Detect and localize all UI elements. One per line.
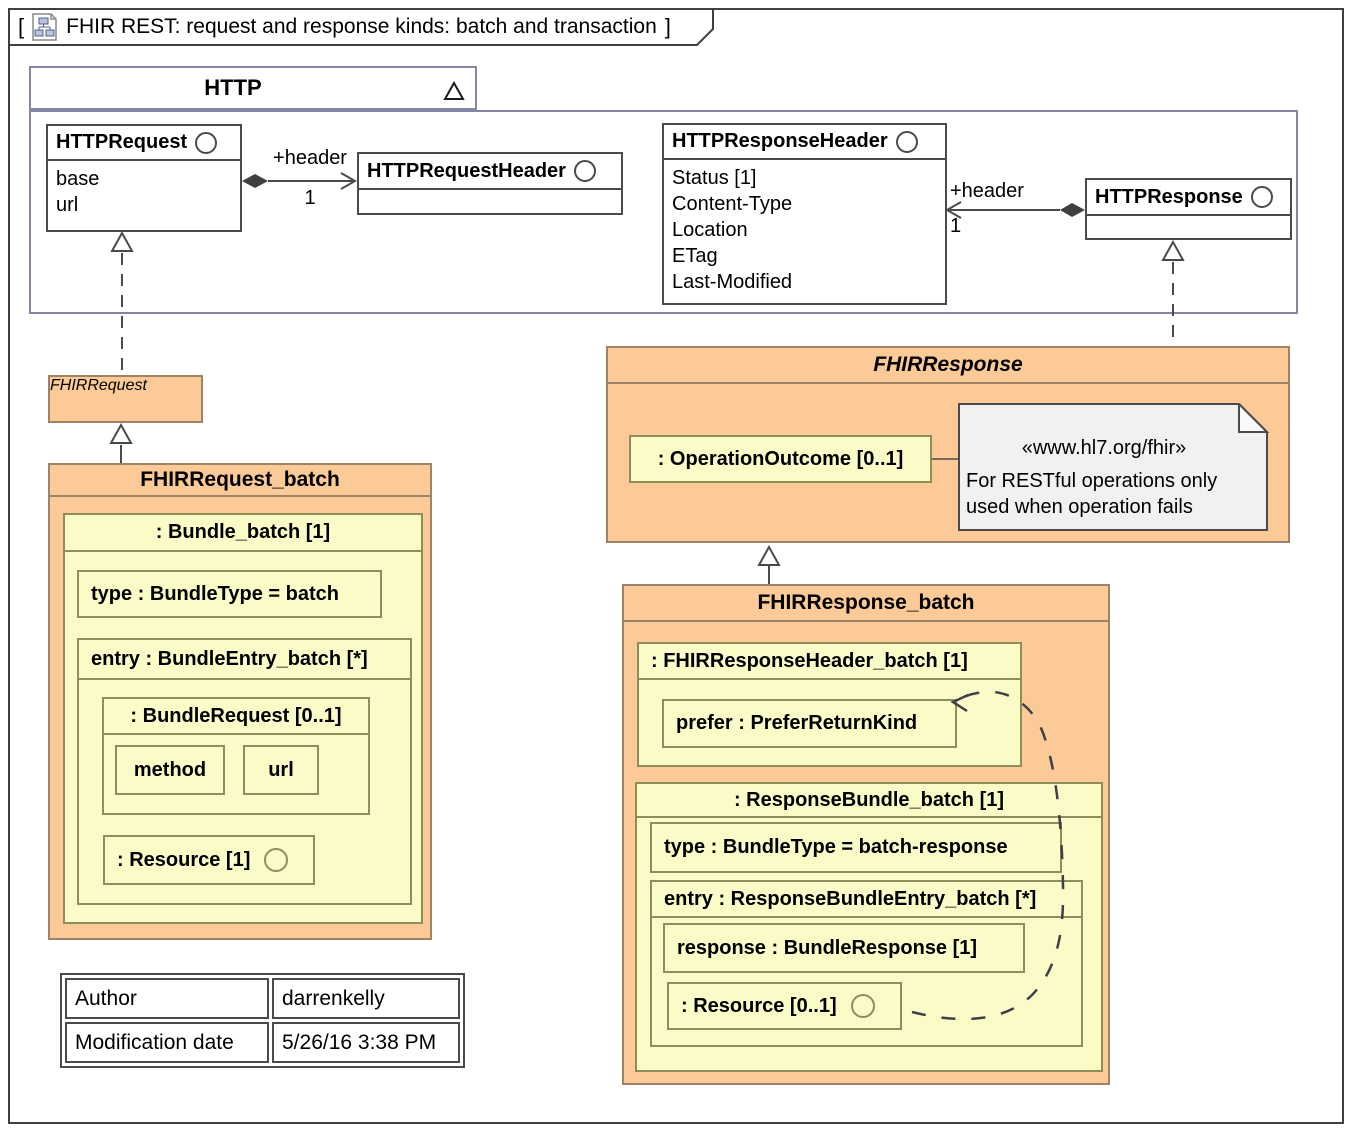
frame-bracket-open: [	[8, 14, 30, 40]
class-httprequestheader-name: HTTPRequestHeader	[367, 160, 566, 183]
assoc-left-role-label: +header	[268, 147, 352, 170]
prop-responsebundle-batch-title: : ResponseBundle_batch [1]	[637, 784, 1101, 818]
prop-bundle-entry-title: entry : BundleEntry_batch [*]	[79, 640, 410, 680]
assoc-left-multiplicity-label: 1	[300, 187, 320, 210]
note-stereotype: «www.hl7.org/fhir»	[958, 437, 1250, 460]
attr-url: url	[56, 192, 240, 218]
class-httpresponse[interactable]: HTTPResponse	[1085, 178, 1292, 240]
class-fhirrequest[interactable]: FHIRRequest	[48, 375, 203, 423]
prop-prefer[interactable]: prefer : PreferReturnKind	[662, 699, 957, 748]
attr-base: base	[56, 166, 240, 192]
class-fhirresponse-title: FHIRResponse	[608, 348, 1288, 384]
note-line-2: used when operation fails	[966, 496, 1193, 519]
prop-method[interactable]: method	[115, 745, 225, 795]
modification-date-label-cell: Modification date	[65, 1022, 269, 1063]
frame-bracket-close: ]	[657, 14, 671, 40]
class-httpresponseheader-name: HTTPResponseHeader	[672, 130, 888, 153]
prop-resource-1[interactable]: : Resource [1]	[103, 835, 315, 885]
modification-date-value-cell: 5/26/16 3:38 PM	[272, 1022, 460, 1063]
assoc-right-role-label: +header	[950, 180, 1034, 203]
interface-ball-icon	[574, 160, 596, 182]
attr-last-modified: Last-Modified	[672, 269, 945, 295]
class-fhirrequest-batch-title: FHIRRequest_batch	[50, 465, 430, 497]
author-label-cell: Author	[65, 978, 269, 1019]
interface-ball-icon	[195, 132, 217, 154]
generalization-set-triangle-icon	[443, 81, 465, 101]
attr-location: Location	[672, 217, 945, 243]
assoc-right-multiplicity-label: 1	[950, 215, 970, 238]
diagram-kind-icon	[30, 13, 58, 41]
attr-status: Status [1]	[672, 165, 945, 191]
diagram-title: FHIR REST: request and response kinds: b…	[58, 15, 657, 39]
prop-url[interactable]: url	[243, 745, 319, 795]
prop-operation-outcome[interactable]: : OperationOutcome [0..1]	[629, 435, 932, 483]
diagram-info-table[interactable]: Author darrenkelly Modification date 5/2…	[60, 973, 465, 1068]
prop-responsebundle-type[interactable]: type : BundleType = batch-response	[650, 822, 1062, 873]
prop-bundle-response[interactable]: response : BundleResponse [1]	[663, 923, 1025, 973]
attr-etag: ETag	[672, 243, 945, 269]
note-fold-corner	[1239, 404, 1267, 432]
prop-resource-0-1[interactable]: : Resource [0..1]	[667, 982, 902, 1030]
http-package-header[interactable]: HTTP	[29, 66, 477, 110]
diagram-title-bar: [ FHIR REST: request and response kinds:…	[8, 8, 708, 45]
class-httpresponse-name: HTTPResponse	[1095, 186, 1243, 209]
class-fhirresponse-batch-title: FHIRResponse_batch	[624, 586, 1108, 622]
http-package-name: HTTP	[204, 75, 261, 101]
prop-fhirresponseheader-batch-title: : FHIRResponseHeader_batch [1]	[639, 644, 1020, 680]
class-httprequestheader[interactable]: HTTPRequestHeader	[357, 152, 623, 215]
class-httprequest-name: HTTPRequest	[56, 131, 187, 154]
interface-ball-icon	[264, 848, 288, 872]
interface-ball-icon	[1251, 186, 1273, 208]
prop-bundle-type[interactable]: type : BundleType = batch	[77, 570, 382, 618]
interface-ball-icon	[896, 131, 918, 153]
prop-responsebundle-entry-title: entry : ResponseBundleEntry_batch [*]	[652, 882, 1081, 918]
class-httpresponseheader[interactable]: HTTPResponseHeader Status [1] Content-Ty…	[662, 123, 947, 305]
class-fhirrequest-name: FHIRRequest	[50, 377, 147, 394]
prop-bundle-batch-title: : Bundle_batch [1]	[65, 515, 421, 552]
attr-content-type: Content-Type	[672, 191, 945, 217]
class-httprequest[interactable]: HTTPRequest base url	[46, 124, 242, 232]
author-value-cell: darrenkelly	[272, 978, 460, 1019]
note-line-1: For RESTful operations only	[966, 470, 1217, 493]
prop-bundle-request-title: : BundleRequest [0..1]	[104, 699, 368, 735]
interface-ball-icon	[851, 994, 875, 1018]
